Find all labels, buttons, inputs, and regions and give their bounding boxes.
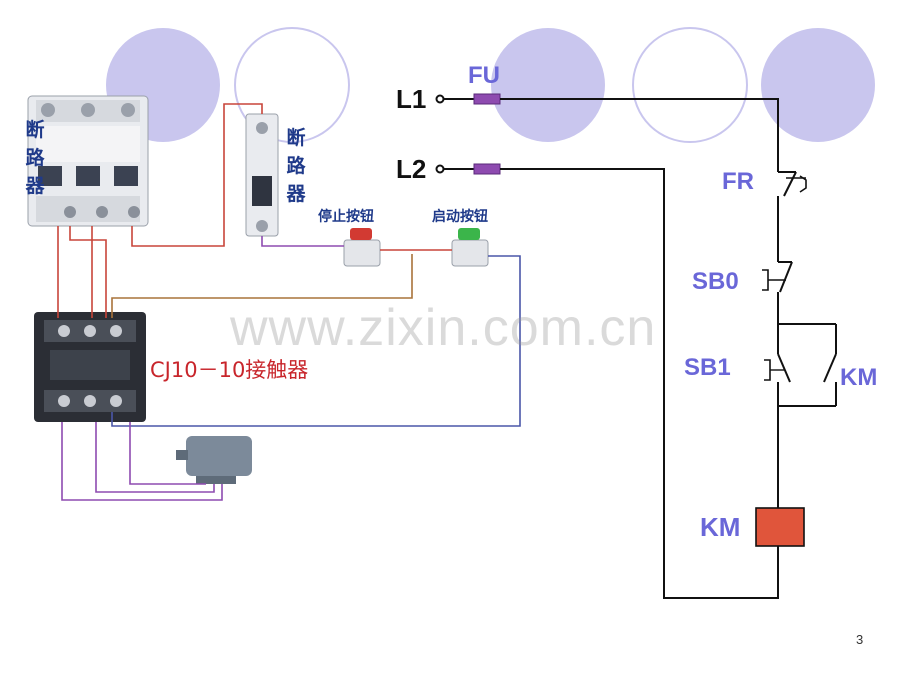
l1-terminal [435,94,445,104]
three-pole-breaker [27,95,149,227]
motor [176,436,252,484]
stop-button [343,228,381,267]
decor-circle-2 [234,27,350,143]
l2-terminal [435,164,445,174]
wiring-diagram [27,95,521,501]
contactor-label: CJ10－10接触器 [150,358,309,382]
single-pole-breaker [245,113,279,237]
contactor [34,312,146,422]
wires [57,103,521,501]
breaker-left-label: 断路器 [25,119,45,197]
breaker-right-label: 断路器 [286,127,306,205]
fuse-l1 [473,93,501,105]
l2-label: L2 [396,154,427,184]
decor-circle-5 [761,28,875,142]
km-coil [755,507,805,547]
fuse-l2 [473,163,501,175]
watermark: www.zixin.com.cn [230,299,657,357]
decor-circle-3 [491,28,605,142]
sb0-contact [762,261,793,324]
km-aux-label: KM [840,364,878,391]
sb1-label: SB1 [684,354,731,381]
fu-label: FU [468,62,500,89]
start-button [451,228,489,267]
control-schematic [435,93,837,599]
stop-button-label: 停止按钮 [318,209,374,225]
fr-contact [777,171,807,262]
start-button-label: 启动按钮 [432,209,488,225]
sb1-and-km-branch [764,323,837,508]
page-number: 3 [856,632,864,647]
decor-circle-4 [632,27,748,143]
km-coil-label: KM [700,512,741,542]
sb0-label: SB0 [692,268,739,295]
l1-label: L1 [396,84,427,114]
fr-label: FR [722,168,754,195]
